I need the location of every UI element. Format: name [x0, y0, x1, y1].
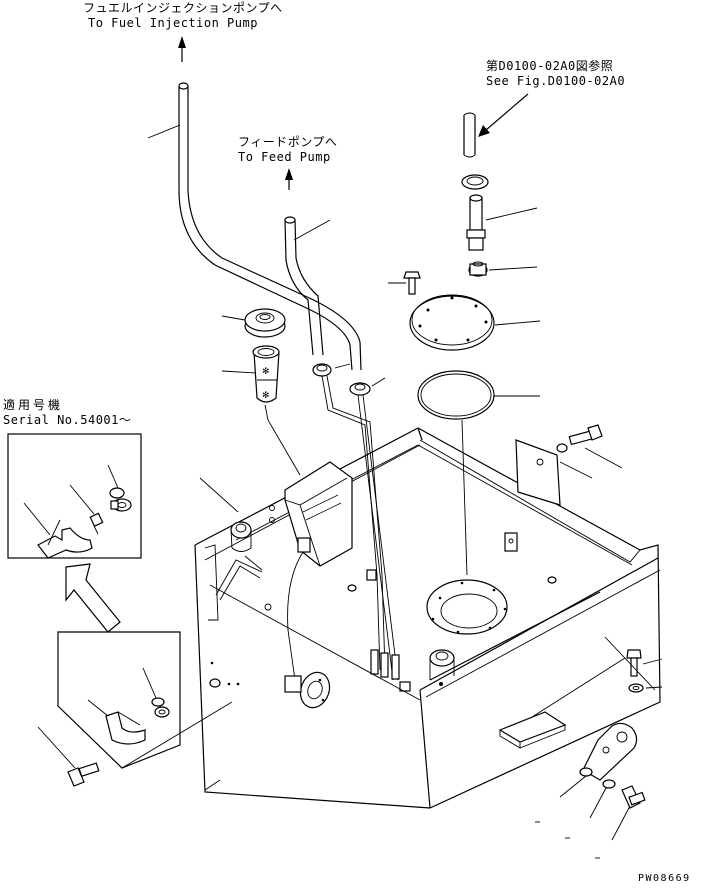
leader-bolt-rear [584, 447, 623, 469]
washer-bottom [602, 779, 616, 789]
gasket [417, 370, 495, 420]
elbow-fitting [466, 194, 486, 251]
hose-clamp-right [349, 382, 371, 396]
leader-bolt-left [37, 726, 76, 769]
tank-flange [426, 579, 508, 635]
return-hose [463, 112, 476, 158]
leader-clamp-right [371, 377, 386, 387]
leader-filler-cap [221, 315, 246, 321]
annotation-serial-jp: 適用号機 [3, 398, 64, 412]
injection-pump-hose [178, 82, 362, 371]
leader-strainer-to-tank [264, 404, 301, 476]
clip-detail [151, 697, 170, 718]
adapter-fitting [468, 261, 488, 277]
bolt-right-top [626, 649, 642, 677]
annotation-injection-pump-jp: フュエルインジェクションポンプへ [83, 1, 283, 15]
bolt-left [67, 762, 100, 787]
bolt-detail [89, 512, 104, 535]
leader-washer-right [645, 686, 663, 689]
fuel-tank-body [194, 427, 661, 809]
bolt-rear [556, 424, 603, 453]
filler-cap [244, 308, 286, 338]
leader-clamp-left [334, 363, 351, 369]
leader-hinge [559, 775, 587, 798]
cover-plate [409, 294, 495, 351]
leader-injection-hose [147, 124, 181, 139]
rear-bracket [515, 439, 561, 506]
filler-housing [284, 461, 353, 567]
bolt-bottom [621, 785, 646, 809]
bottom-ticks [535, 821, 600, 859]
annotation-see-fig-jp: 第D0100-02A0図参照 [486, 59, 614, 73]
leader-tank-front [604, 636, 656, 691]
sensor-wire [287, 551, 304, 681]
leader-washer-bottom [589, 787, 607, 819]
svg-text:✻: ✻ [262, 367, 270, 377]
upgrade-arrow [65, 563, 121, 633]
leader-cover-plate [494, 320, 541, 326]
leader-strainer [221, 370, 257, 374]
center-line [461, 419, 468, 576]
filler-neck-port [230, 521, 252, 552]
detail-box-before [57, 631, 181, 769]
leader-bolt-bottom [611, 805, 631, 841]
washer-right [628, 683, 644, 693]
hose-clamp-top [461, 174, 489, 190]
annotation-see-fig-en: See Fig.D0100-02A0 [486, 74, 626, 88]
detail-box-after [7, 433, 142, 559]
svg-text:✻: ✻ [262, 391, 270, 401]
see-fig-arrow [478, 93, 529, 137]
leader-feed-hose [293, 219, 331, 241]
tank-fittings [209, 505, 557, 688]
clamp-detail [109, 487, 132, 512]
hose-clamp-left [312, 363, 332, 377]
annotation-feed-pump-jp: フィードポンプへ [238, 135, 338, 149]
level-sensor [284, 671, 331, 709]
leader-bolt-right-top [642, 658, 663, 665]
step-plate [498, 711, 567, 749]
leader-adapter [488, 266, 538, 271]
strainer: ✻ ✻ [252, 345, 280, 403]
fuel-pipes [321, 375, 411, 692]
cover-bolt [403, 271, 421, 295]
annotation-injection-pump-en: To Fuel Injection Pump [88, 16, 258, 30]
side-bracket-left [215, 555, 263, 601]
drain-port [429, 649, 455, 686]
annotation-serial-en: Serial No.54001～ [3, 413, 132, 427]
feed-pump-hose [284, 216, 324, 356]
feed-pump-arrow [285, 168, 293, 190]
leader-bracket-detail-to-tank [121, 701, 233, 769]
drawing-code: PW08669 [638, 873, 691, 884]
leader-rear-bracket [559, 461, 593, 479]
leader-elbow [485, 207, 538, 221]
annotation-feed-pump-en: To Feed Pump [238, 150, 331, 164]
leader-tank [199, 477, 239, 513]
hinge-bracket [579, 722, 638, 781]
injection-pump-arrow [178, 36, 186, 62]
leader-step-plate [531, 657, 626, 718]
